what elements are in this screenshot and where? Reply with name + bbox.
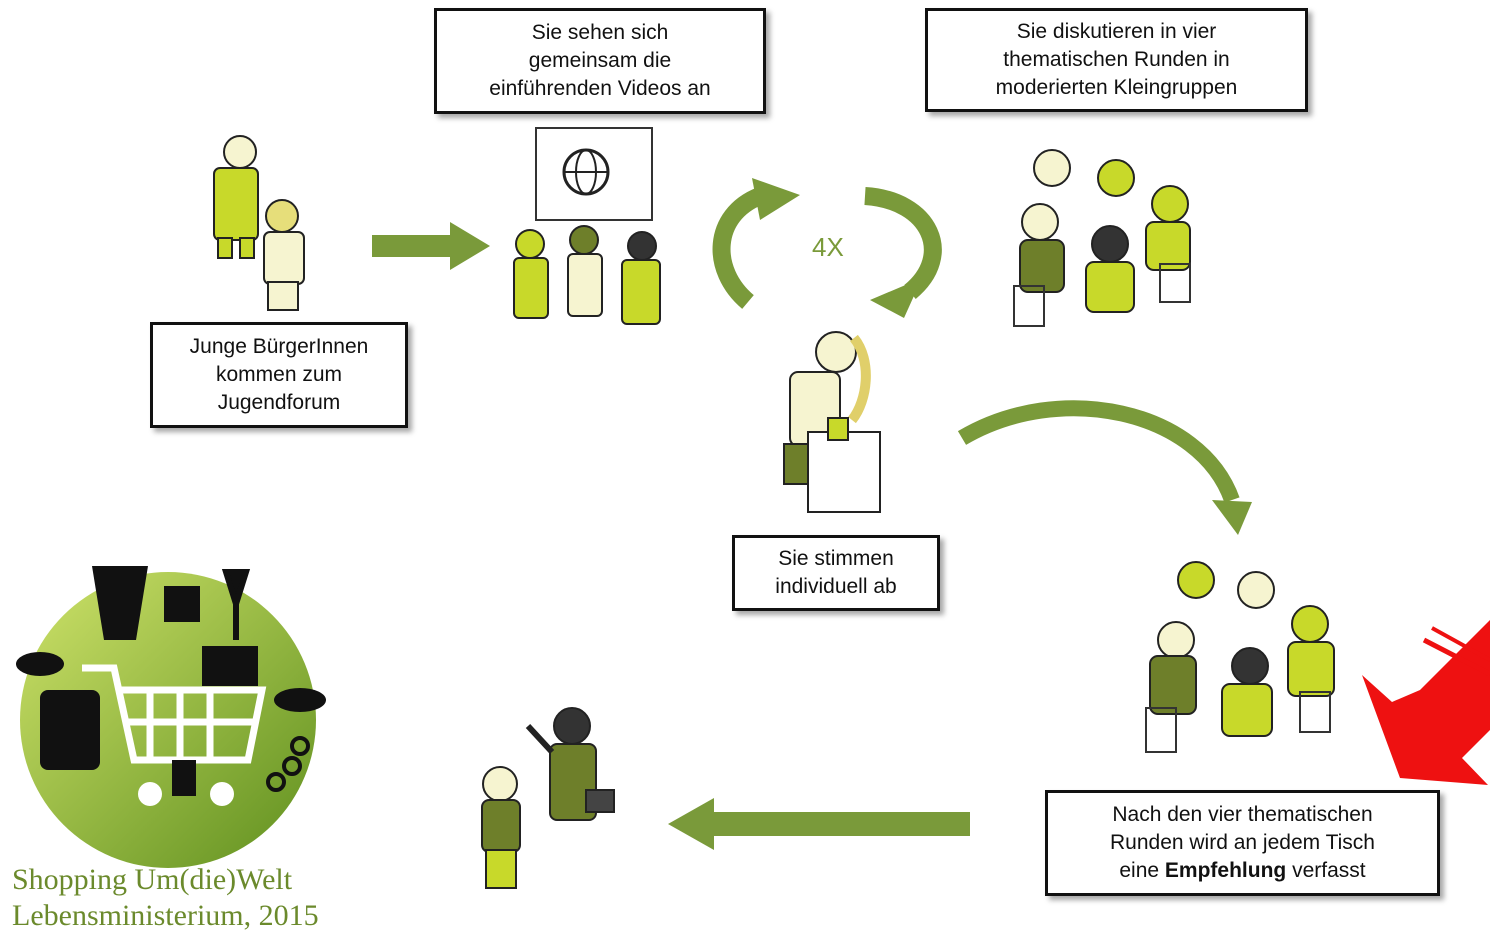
- credit-line-1: Shopping Um(die)Welt: [12, 863, 293, 896]
- arrow-right: [372, 222, 490, 270]
- box-vote: Sie stimmen individuell ab: [732, 535, 940, 611]
- box-arrive-line-1: Junge BürgerInnen: [189, 335, 369, 358]
- box-recommend: Nach den vier thematischen Runden wird a…: [1045, 790, 1440, 896]
- box-recommend-line-1: Nach den vier thematischen: [1112, 803, 1373, 826]
- shopping-logo-icon: [16, 566, 326, 868]
- recommendation-group-icon: [1145, 561, 1335, 753]
- box-discuss-line-3: moderierten Kleingruppen: [995, 76, 1238, 99]
- box-recommend-line-3: eine Empfehlung verfasst: [1048, 857, 1437, 885]
- box-discuss: Sie diskutieren in vier thematischen Run…: [925, 8, 1308, 112]
- voting-person-icon: [783, 331, 881, 513]
- box-vote-line-2: individuell ab: [775, 575, 897, 598]
- credit: Shopping Um(die)Welt Lebensministerium, …: [12, 862, 319, 934]
- credit-line-2: Lebensministerium, 2015: [12, 899, 319, 932]
- arrow-curve-down: [957, 400, 1252, 535]
- discussion-group-icon: [1013, 149, 1191, 327]
- box-videos: Sie sehen sich gemeinsam die einführende…: [434, 8, 766, 114]
- video-audience-icon: [513, 127, 661, 325]
- box-arrive-line-2: kommen zum: [215, 363, 343, 386]
- greeting-people-icon: [213, 135, 305, 311]
- box-recommend-keyword: Empfehlung: [1164, 859, 1287, 882]
- cycle-arrow-right: [864, 187, 942, 318]
- arrow-left: [668, 798, 970, 850]
- box-recommend-line-3-post: verfasst: [1286, 859, 1366, 882]
- cycle-count-label: 4X: [812, 232, 844, 262]
- box-arrive: Junge BürgerInnen kommen zum Jugendforum: [150, 322, 408, 428]
- box-videos-line-3: einführenden Videos an: [489, 77, 711, 100]
- box-discuss-line-2: thematischen Runden in: [1003, 48, 1230, 71]
- box-recommend-line-3-pre: eine: [1119, 859, 1165, 882]
- box-arrive-line-3: Jugendforum: [217, 391, 341, 414]
- box-discuss-line-1: Sie diskutieren in vier: [1016, 20, 1217, 43]
- box-vote-line-1: Sie stimmen: [778, 547, 894, 570]
- cycle-arrow-upper: [712, 178, 800, 309]
- highlight-arrow-icon: [1362, 620, 1490, 785]
- farewell-people-icon: [481, 707, 615, 889]
- box-videos-line-1: Sie sehen sich: [531, 21, 669, 44]
- box-videos-line-2: gemeinsam die: [528, 49, 672, 72]
- box-recommend-line-2: Runden wird an jedem Tisch: [1110, 831, 1375, 854]
